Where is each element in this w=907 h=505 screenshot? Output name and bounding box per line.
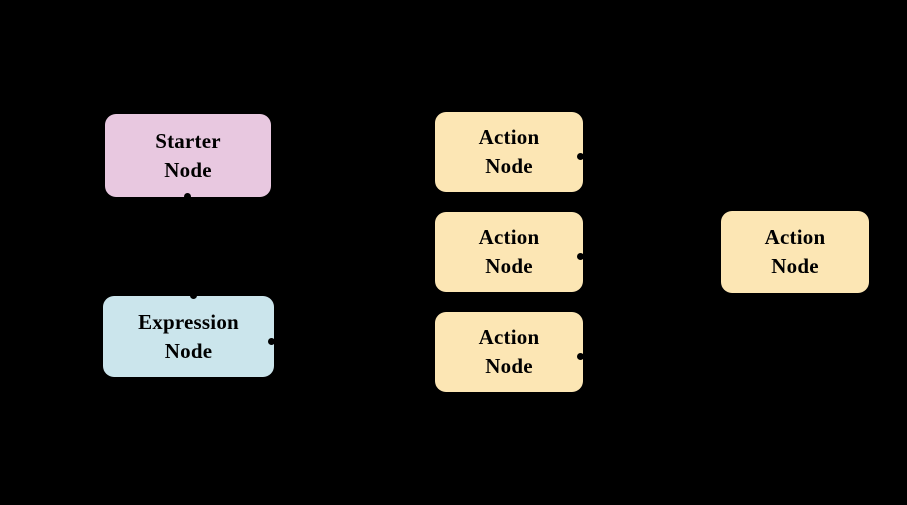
node-action-top[interactable]: Action Node <box>435 112 583 192</box>
port-expression-top[interactable] <box>190 292 197 299</box>
node-starter-label-line-2: Node <box>164 157 212 182</box>
node-action-bottom[interactable]: Action Node <box>435 312 583 392</box>
port-action-top-right[interactable] <box>577 153 584 160</box>
node-expression[interactable]: Expression Node <box>103 296 274 377</box>
port-action-bottom-right[interactable] <box>577 353 584 360</box>
node-action-right-label-line-1: Action <box>764 225 826 250</box>
node-starter-label-line-1: Starter <box>155 128 221 153</box>
node-starter[interactable]: Starter Node <box>105 114 271 197</box>
node-action-right-label-line-2: Node <box>771 254 819 278</box>
node-expression-label-line-1: Expression <box>138 309 239 334</box>
edge-expression-to-action-bottom <box>273 341 436 353</box>
node-action-top-label-line-2: Node <box>485 154 533 178</box>
node-action-middle-label-line-2: Node <box>485 254 533 278</box>
node-action-top-label-line-1: Action <box>478 125 540 150</box>
node-action-middle[interactable]: Action Node <box>435 212 583 292</box>
node-action-bottom-label-line-2: Node <box>485 354 533 378</box>
port-expression-right[interactable] <box>268 338 275 345</box>
node-expression-label-line-2: Node <box>164 338 213 363</box>
edge-expression-to-action-middle <box>273 251 436 339</box>
node-action-right[interactable]: Action Node <box>721 211 869 293</box>
port-starter-bottom[interactable] <box>184 193 191 200</box>
edge-expression-to-action-top <box>273 151 436 337</box>
port-action-middle-right[interactable] <box>577 253 584 260</box>
node-action-bottom-label-line-1: Action <box>478 325 540 350</box>
node-action-middle-label-line-1: Action <box>478 225 540 250</box>
